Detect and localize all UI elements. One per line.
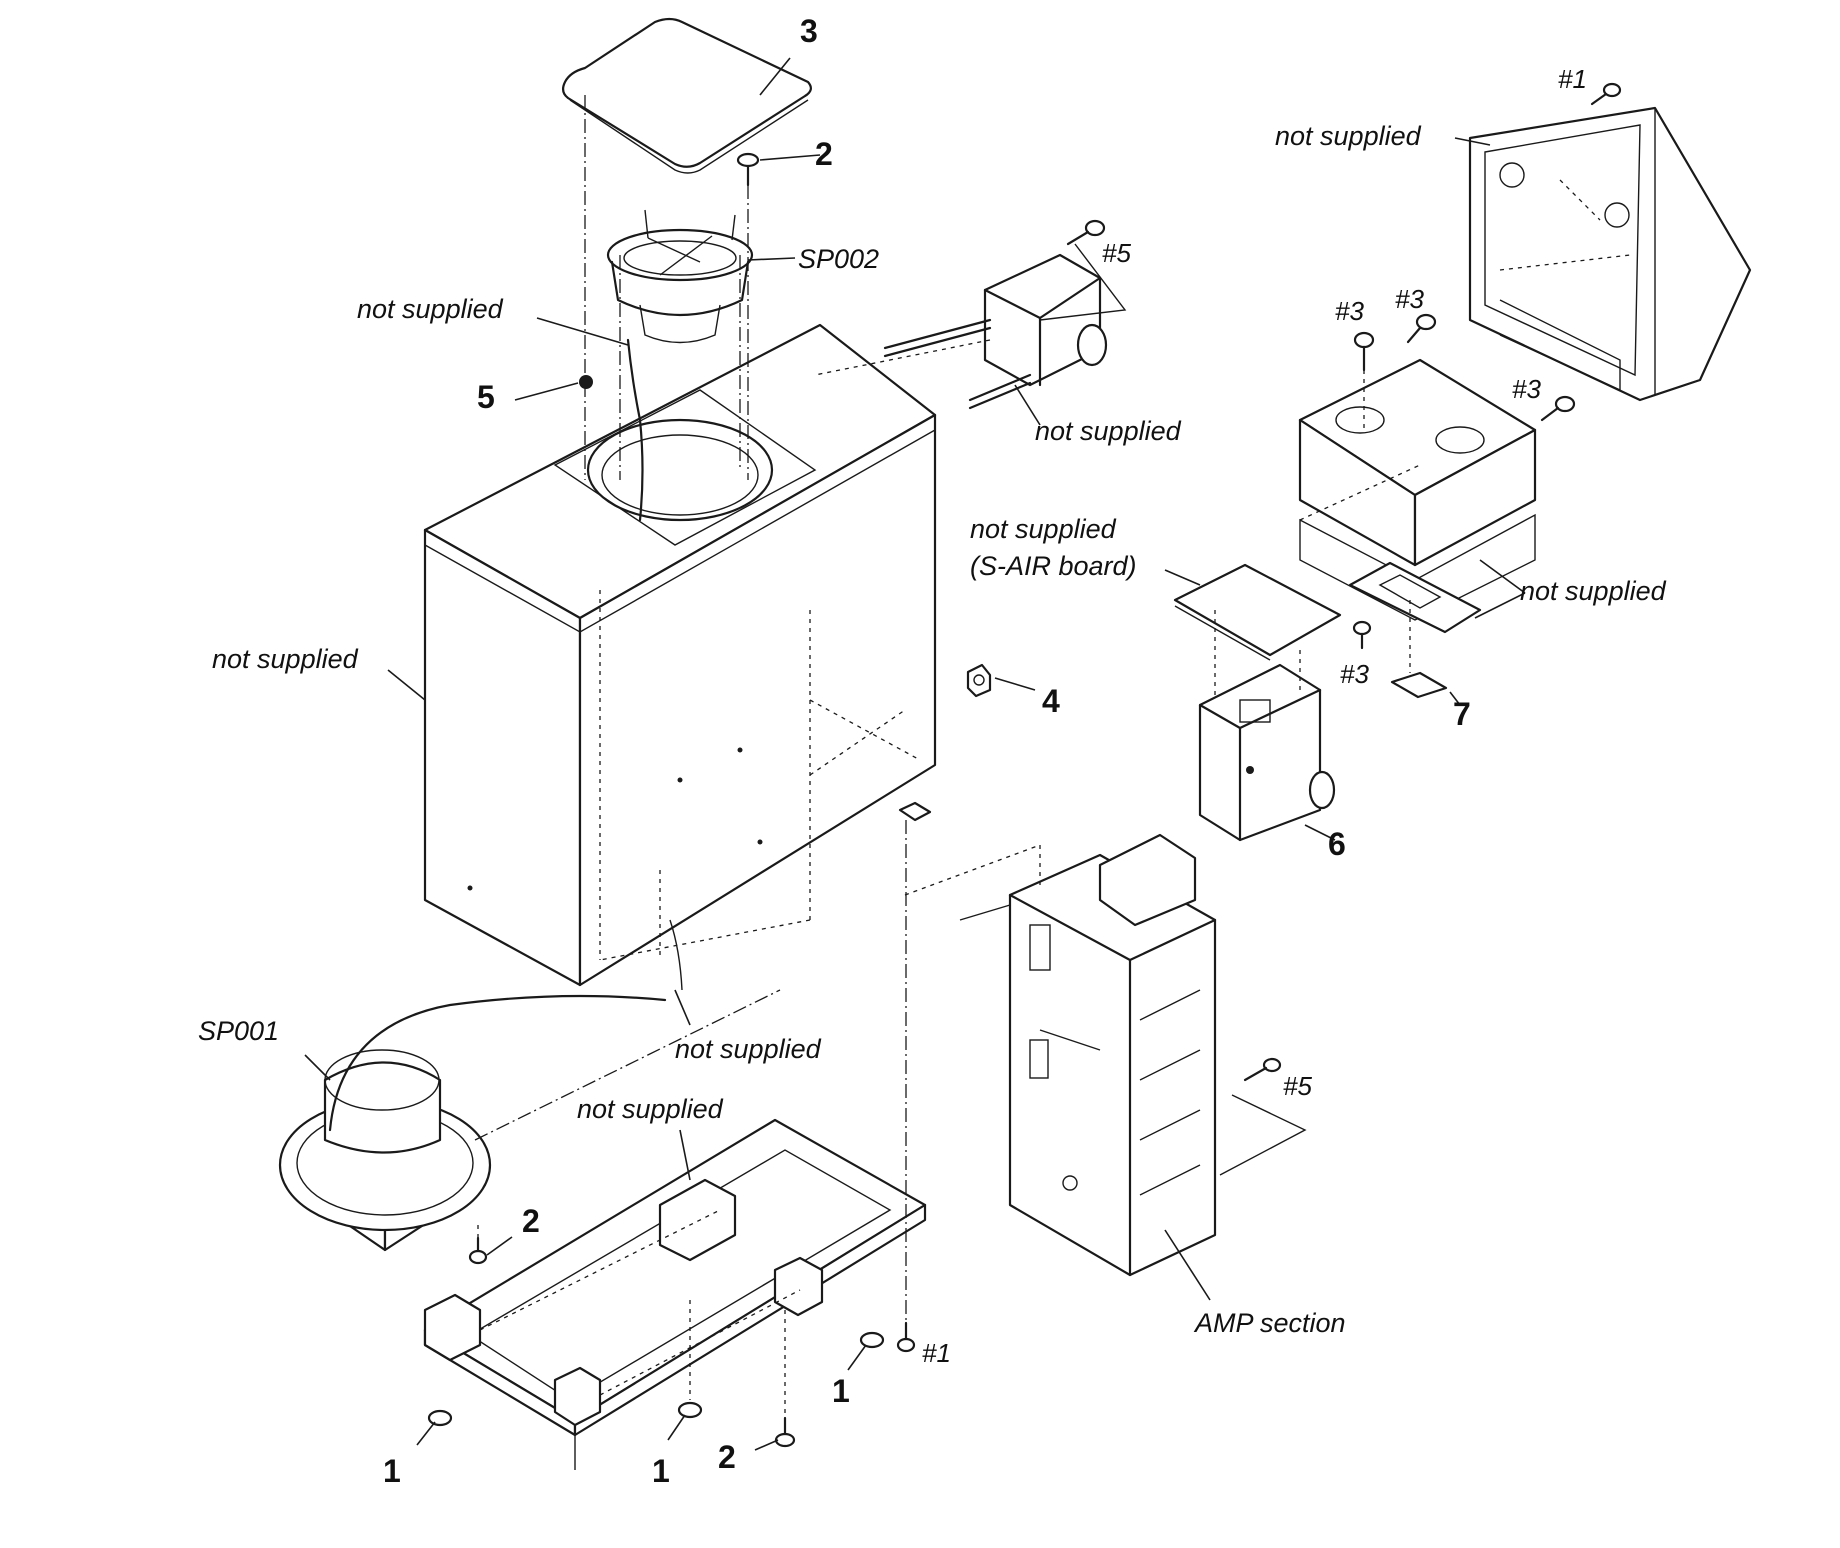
label-not-supplied-cabinet: not supplied bbox=[212, 644, 359, 674]
part-7-pad bbox=[1390, 671, 1448, 699]
screw-part-2-top bbox=[736, 152, 760, 187]
screw-ref-1-bottom bbox=[896, 1321, 916, 1353]
label-ref-3-c: #3 bbox=[1512, 374, 1541, 404]
foot-part-1-mid bbox=[677, 1401, 703, 1419]
small-bracket-plate bbox=[1348, 561, 1482, 634]
speaker-terminal bbox=[883, 253, 1108, 410]
label-part-2-bottom: 2 bbox=[718, 1439, 736, 1475]
label-ref-1-bottom: #1 bbox=[922, 1338, 951, 1368]
screw-ref-3-a bbox=[1353, 331, 1375, 372]
label-ref-3-b: #3 bbox=[1395, 284, 1424, 314]
speaker-wire-top bbox=[626, 338, 644, 522]
label-ref-1-top: #1 bbox=[1558, 64, 1587, 94]
label-not-supplied-bracket: not supplied bbox=[1520, 576, 1667, 606]
screw-ref-3-b bbox=[1406, 313, 1437, 344]
screw-ref-5-amp bbox=[1243, 1057, 1282, 1082]
mounting-bracket bbox=[1298, 358, 1537, 621]
screw-ref-5-top bbox=[1066, 219, 1106, 246]
label-not-supplied-base: not supplied bbox=[577, 1094, 724, 1124]
label-ref-3-d: #3 bbox=[1340, 659, 1369, 689]
label-part-5: 5 bbox=[477, 379, 495, 415]
clip-part-4 bbox=[966, 663, 992, 698]
leader-lines bbox=[304, 57, 1526, 1451]
foot-part-1-left bbox=[427, 1409, 453, 1427]
label-part-7: 7 bbox=[1453, 696, 1471, 732]
label-part-2-top: 2 bbox=[815, 136, 833, 172]
label-part-1-mid: 1 bbox=[652, 1453, 670, 1489]
label-part-6: 6 bbox=[1328, 826, 1346, 862]
label-part-3: 3 bbox=[800, 13, 818, 49]
screw-ref-3-c bbox=[1540, 395, 1576, 422]
top-grille-part-3 bbox=[561, 17, 812, 174]
label-amp-section: AMP section bbox=[1193, 1308, 1346, 1338]
label-not-supplied-wire-bottom: not supplied bbox=[675, 1034, 822, 1064]
label-not-supplied-sair-2: (S-AIR board) bbox=[970, 551, 1137, 581]
part-5-spacer bbox=[579, 375, 593, 389]
screw-part-2-mid bbox=[468, 1236, 488, 1265]
label-sp001: SP001 bbox=[198, 1016, 279, 1046]
label-ref-5-amp: #5 bbox=[1283, 1071, 1312, 1101]
amp-section bbox=[1008, 833, 1217, 1277]
label-ref-5-top: #5 bbox=[1102, 238, 1131, 268]
speaker-wire-bottom bbox=[328, 994, 667, 1132]
screw-ref-1-top bbox=[1590, 82, 1622, 106]
speaker-sp002 bbox=[606, 209, 754, 344]
speaker-sp001 bbox=[278, 1049, 492, 1252]
screw-ref-3-d bbox=[1352, 620, 1372, 650]
wireless-module-part-6 bbox=[1198, 663, 1336, 842]
screw-part-2-bottom bbox=[774, 1416, 796, 1448]
label-ref-3-a: #3 bbox=[1335, 296, 1364, 326]
main-cabinet bbox=[423, 323, 937, 987]
label-part-1-right: 1 bbox=[832, 1373, 850, 1409]
label-sp002: SP002 bbox=[798, 244, 879, 274]
label-part-2-mid: 2 bbox=[522, 1203, 540, 1239]
base-frame bbox=[423, 1118, 927, 1470]
s-air-board bbox=[1173, 563, 1342, 661]
rear-cover bbox=[1468, 106, 1752, 402]
foot-part-1-right bbox=[859, 1331, 885, 1349]
label-not-supplied-wire-top: not supplied bbox=[357, 294, 504, 324]
label-not-supplied-cover: not supplied bbox=[1275, 121, 1422, 151]
label-not-supplied-terminal: not supplied bbox=[1035, 416, 1182, 446]
label-not-supplied-sair-1: not supplied bbox=[970, 514, 1117, 544]
label-part-4: 4 bbox=[1042, 683, 1060, 719]
label-part-1-left: 1 bbox=[383, 1453, 401, 1489]
